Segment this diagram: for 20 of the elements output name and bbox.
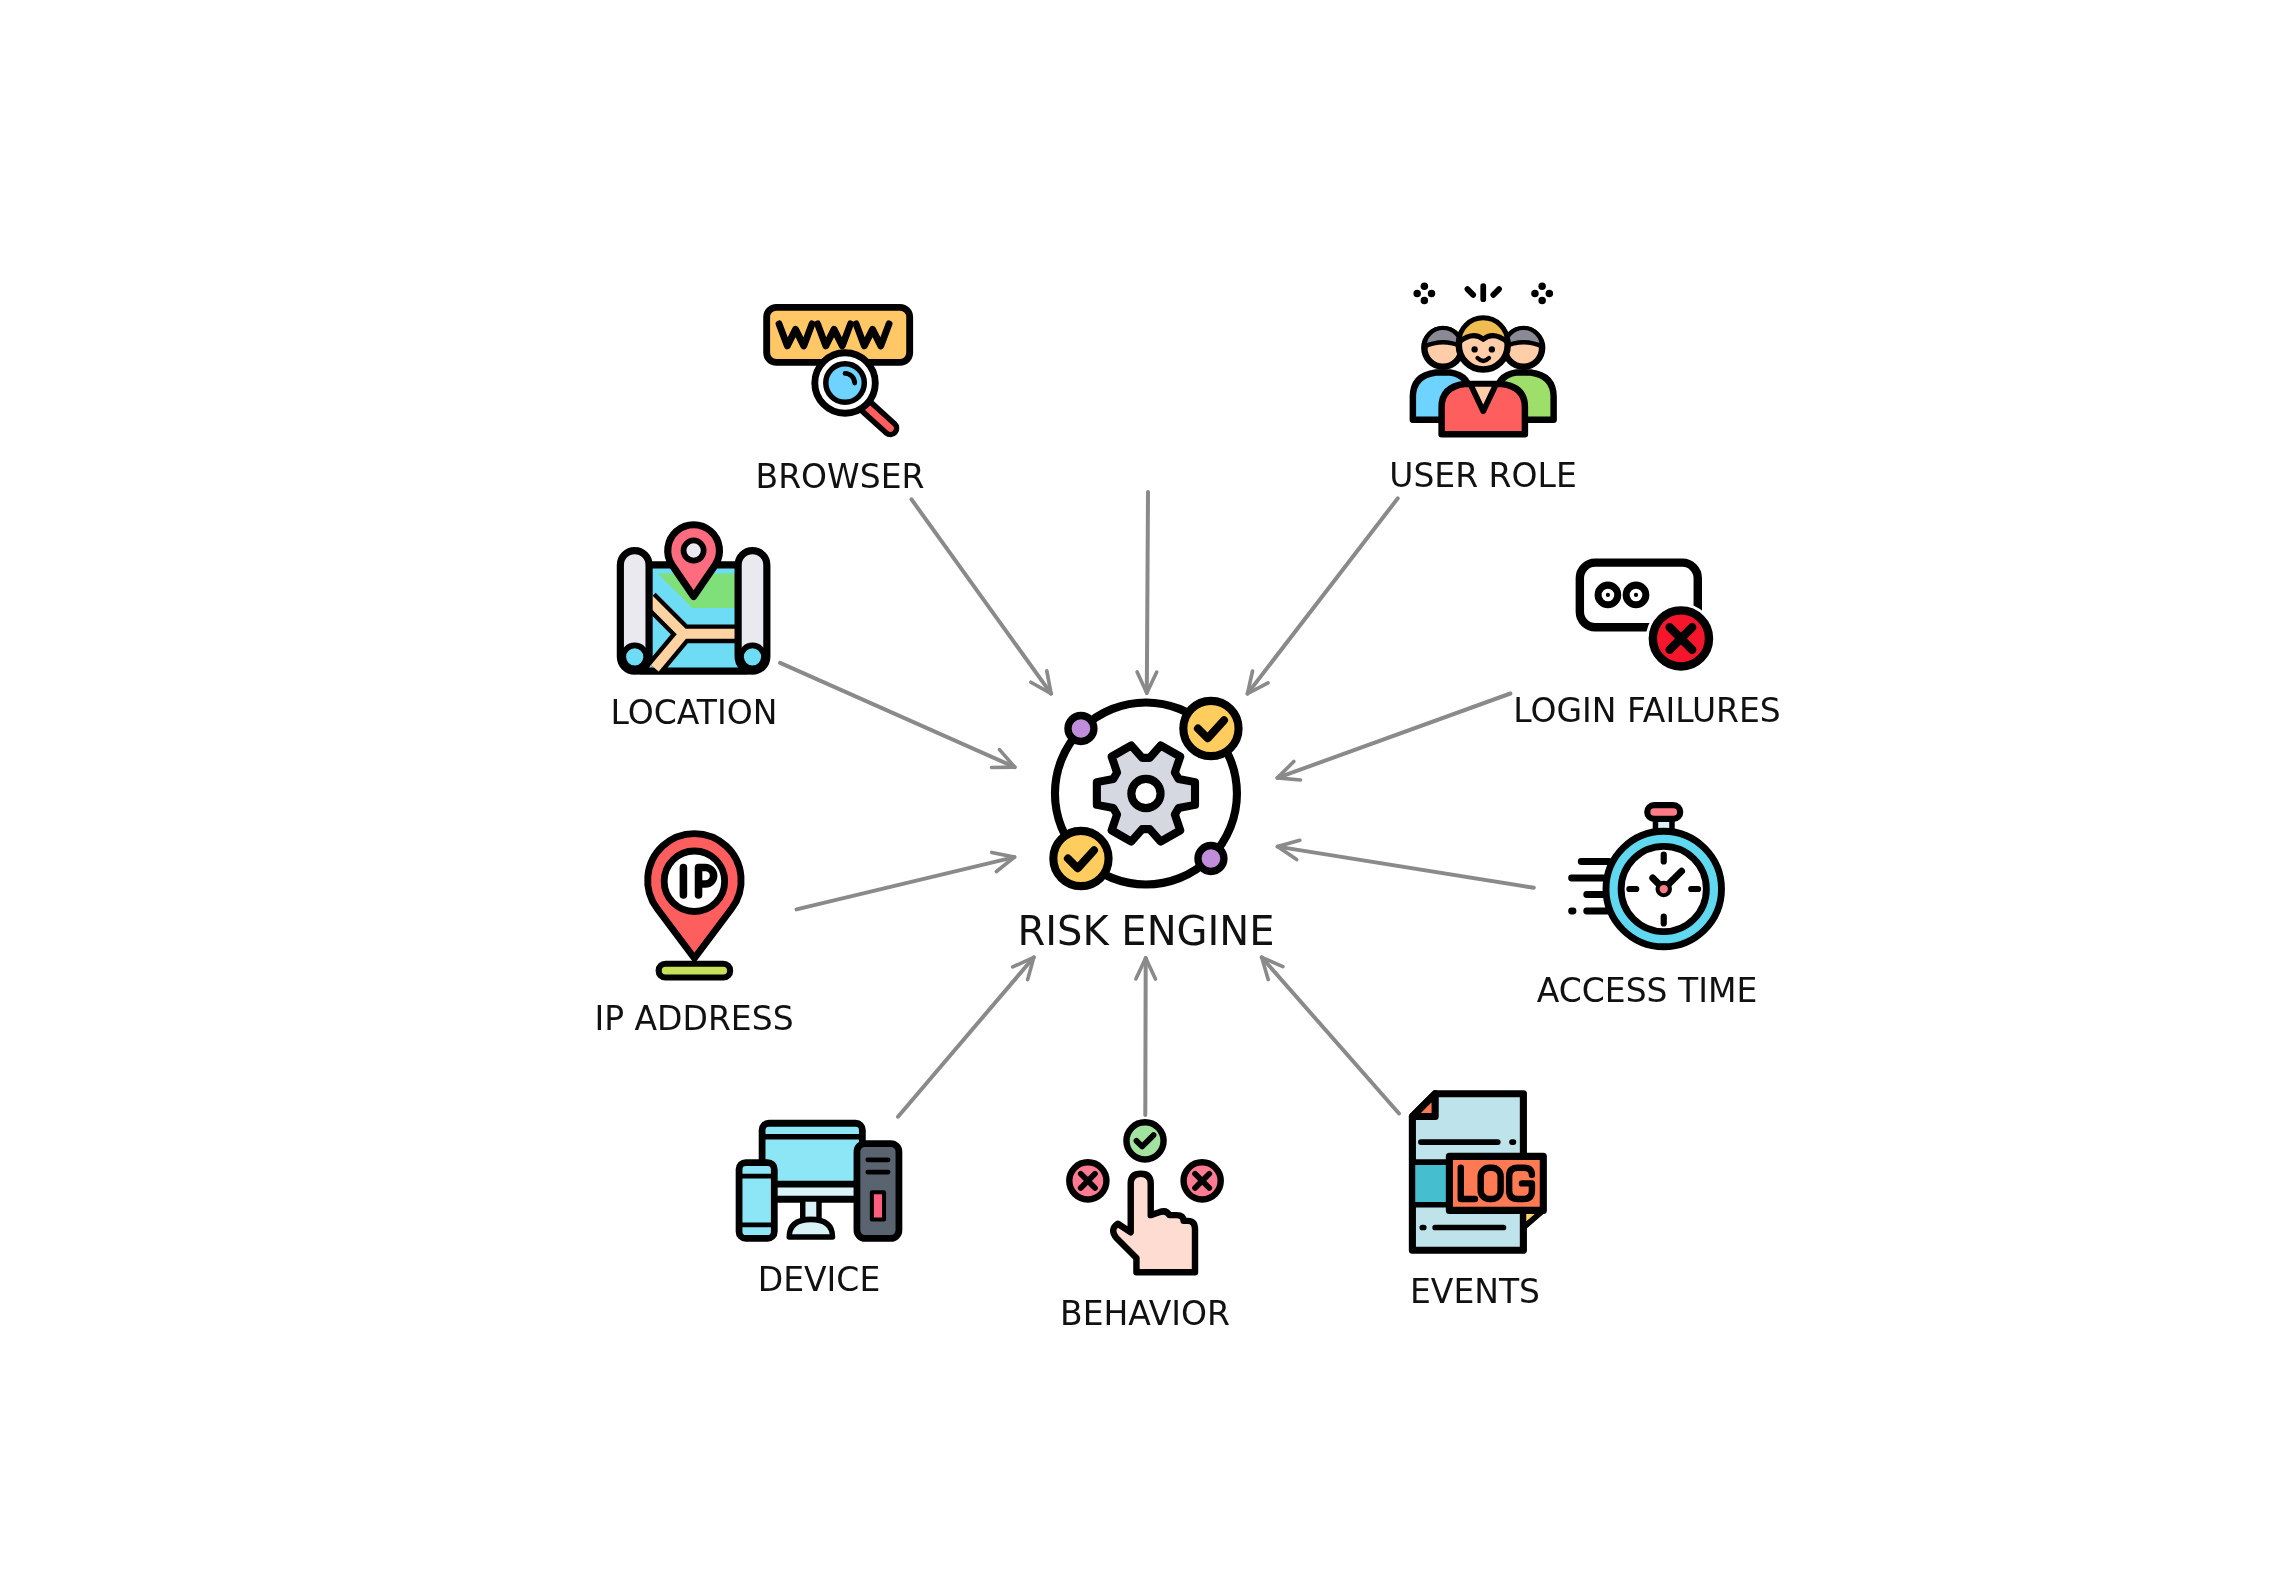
node-label: LOCATION — [610, 693, 778, 733]
node-label: USER ROLE — [1389, 456, 1577, 496]
node-label: BROWSER — [755, 457, 925, 497]
arrow — [909, 497, 1054, 696]
arrow — [794, 850, 1017, 912]
arrow — [1275, 691, 1513, 782]
arrow — [1259, 955, 1401, 1116]
node-label: ACCESS TIME — [1536, 971, 1758, 1011]
node-label: BEHAVIOR — [1060, 1294, 1230, 1334]
arrow — [1134, 956, 1158, 1117]
arrow — [778, 660, 1017, 770]
node-label: RISK ENGINE — [1017, 907, 1275, 955]
arrow — [1135, 490, 1159, 695]
node-label: LOGIN FAILURES — [1513, 691, 1781, 731]
arrow — [1275, 838, 1536, 890]
node-label: DEVICE — [757, 1260, 881, 1300]
arrow — [1245, 496, 1400, 696]
arrow — [896, 955, 1036, 1119]
node-label: EVENTS — [1409, 1272, 1541, 1312]
node-label: IP ADDRESS — [594, 999, 794, 1039]
